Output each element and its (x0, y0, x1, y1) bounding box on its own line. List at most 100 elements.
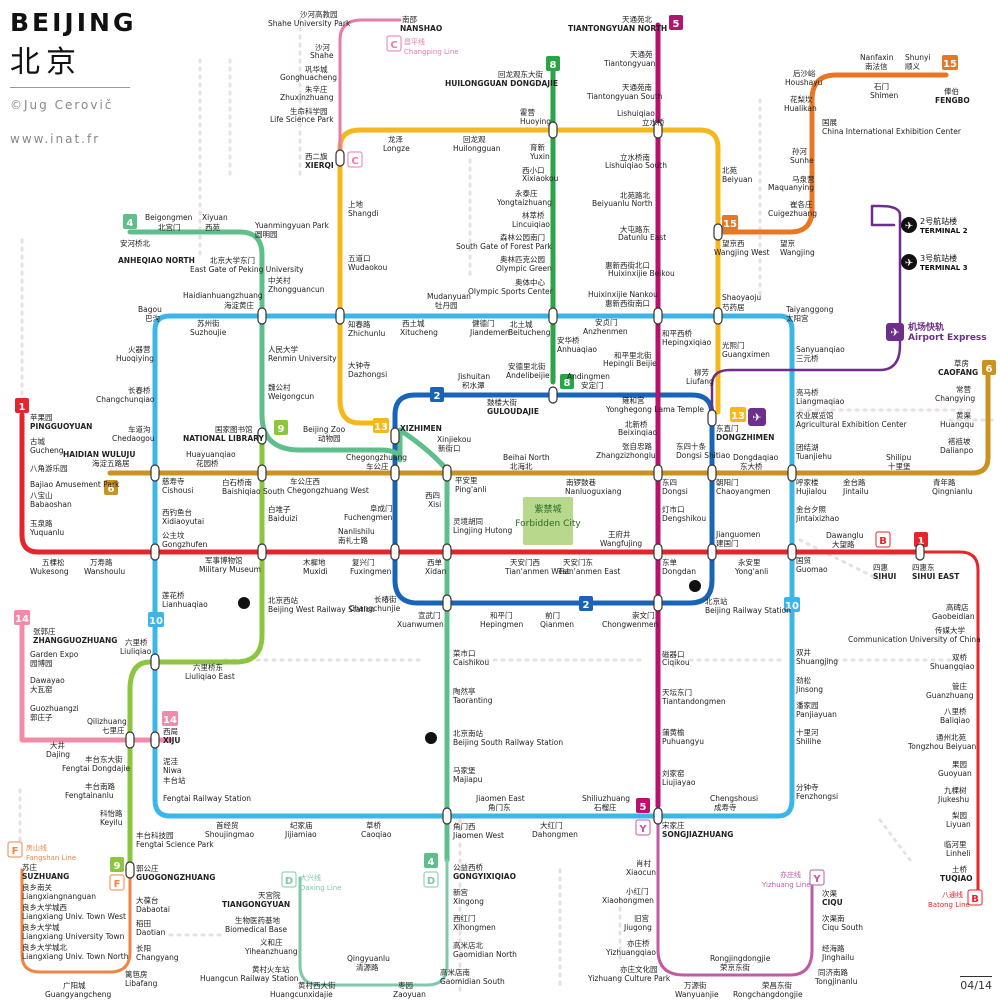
svg-text:D: D (427, 876, 435, 887)
station-label: 西局 (163, 727, 178, 736)
station-label: 通州北苑 (936, 732, 966, 742)
station-label: Gongzhufen (162, 540, 208, 549)
station-label: Lingjing Hutong (453, 526, 513, 535)
station-label: Shunyi (905, 53, 931, 62)
station-label: 天坛东门 (662, 687, 692, 697)
station-label: Puhuangyu (662, 737, 704, 746)
station-label: Wanyuanjie (675, 990, 719, 999)
station-label: 良乡大学城北 (22, 942, 67, 952)
station-label: 四惠东 (912, 562, 935, 572)
station-label: Caishikou (453, 658, 489, 667)
svg-text:8: 8 (564, 378, 571, 389)
station-label: Hualikan (784, 104, 817, 113)
station-label: Suzhoujie (190, 328, 227, 337)
station-label: 荣京东街 (720, 962, 750, 972)
svg-text:5: 5 (673, 19, 680, 30)
station-label: Niwa (163, 766, 181, 775)
station-label: 健德门 (472, 318, 495, 328)
svg-text:房山线: 房山线 (26, 843, 47, 852)
map-branding: BEIJING 北京 ©Jug Cerovič www.inat.fr (10, 8, 133, 146)
station-label: 黄渠 (956, 410, 971, 420)
station-label: 分钟寺 (796, 782, 819, 792)
station-label: XIZHIMEN (400, 424, 442, 433)
station-label: 复兴门 (352, 557, 375, 567)
station-label: 森林公园南门 (500, 232, 545, 242)
station-label: 草桥 (366, 820, 381, 830)
svg-text:Changping Line: Changping Line (404, 48, 459, 56)
station-label: DONGZHIMEN (716, 433, 774, 442)
station-label: 次渠南 (822, 913, 845, 923)
station-label: 黄村火车站 (252, 964, 290, 974)
station-label: 顺义 (905, 62, 920, 71)
svg-text:2号航站楼: 2号航站楼 (920, 216, 957, 226)
station-label: 动物园 (318, 433, 341, 443)
station-label: Shiliuzhuang (582, 794, 630, 803)
station-label: 大钟寺 (348, 360, 371, 370)
station-label: 天安门西 (510, 557, 540, 567)
station-label: 传媒大学 (935, 625, 965, 635)
station-label: XIJU (163, 736, 180, 745)
svg-text:B: B (971, 894, 979, 905)
station-label: 巴沟 (145, 313, 160, 323)
station-label: Tuanjiehu (795, 452, 832, 461)
station-label: Xidiaoyutai (162, 517, 204, 526)
station-label: 东单 (662, 557, 677, 567)
station-label: Qingnianlu (932, 487, 973, 496)
station-label: 北宫门 (158, 222, 181, 232)
svg-text:13: 13 (374, 422, 388, 433)
station-label: Lishuiqiao South (605, 161, 667, 170)
station-label: South Gate of Forest Park (456, 242, 552, 251)
station-label: Qingyuanlu (347, 954, 390, 963)
station-label: Fenzhongsi (796, 792, 838, 801)
station-label: 西二旗 (305, 151, 328, 161)
station-label: 朱辛庄 (305, 84, 328, 94)
station-label: 大葆台 (136, 895, 159, 905)
station-label: 双井 (796, 647, 811, 657)
website-link[interactable]: www.inat.fr (10, 132, 101, 146)
station-label: Liangxiang Univ. Town West (22, 912, 126, 921)
station-label: 沙河高教园 (300, 9, 338, 19)
station-label: 旧宫 (634, 913, 649, 923)
station-label: Nanluoguxiang (565, 487, 622, 496)
station-label: 和平门 (490, 611, 513, 620)
svg-text:TERMINAL 3: TERMINAL 3 (920, 264, 968, 272)
station-label: Jintailu (842, 487, 869, 496)
station-label: NATIONAL LIBRARY (183, 434, 264, 443)
station-label: 牡丹园 (435, 300, 458, 310)
station-label: 崇文门 (632, 610, 655, 620)
station-label: Yuanmingyuan Park (254, 221, 330, 230)
station-label: Panjiayuan (796, 710, 837, 719)
station-label: 西单 (427, 557, 442, 567)
station-label: 农业展览馆 (796, 410, 834, 420)
svg-text:9: 9 (114, 861, 121, 872)
station-label: 北海北 (510, 461, 533, 471)
station-label: 西小口 (522, 166, 545, 175)
station-label: 长阳 (136, 943, 151, 953)
station-label: Beijing Railway Station (705, 606, 791, 615)
station-label: 南邵 (402, 14, 417, 24)
station-label: 沙河 (315, 43, 330, 52)
station-label: Huangqu (940, 420, 974, 429)
station-label: Beiyuanlu North (592, 199, 653, 208)
station-label: Jintaixizhao (795, 514, 839, 523)
station-label: Weigongcun (268, 392, 314, 401)
station-label: Shilipu (886, 453, 912, 462)
station-label: Hujialou (796, 487, 827, 496)
station-label: 新街口 (438, 443, 461, 453)
station-label: Tiantongyuan (603, 59, 656, 68)
station-label: SIHUI EAST (912, 572, 960, 581)
station-label: NANSHAO (400, 24, 442, 33)
station-label: Anhuaqiao (557, 345, 597, 354)
station-label: 北京大学东门 (210, 255, 255, 265)
station-label: 团结湖 (796, 442, 819, 452)
station-label: Huixinxijie Nankou (588, 290, 658, 299)
station-label: Life Science Park (270, 115, 334, 124)
station-label: 立水桥南 (620, 152, 650, 162)
station-label: Nanfaxin (860, 53, 894, 62)
station-label: Yonghegong Lama Temple (605, 405, 704, 414)
station-label: Xitucheng (400, 328, 438, 337)
station-label: 大井 (50, 740, 65, 750)
interchange-markers (125, 121, 925, 879)
station-label: TIANTONGYUAN NORTH (568, 24, 667, 33)
station-label: 三元桥 (796, 353, 819, 363)
